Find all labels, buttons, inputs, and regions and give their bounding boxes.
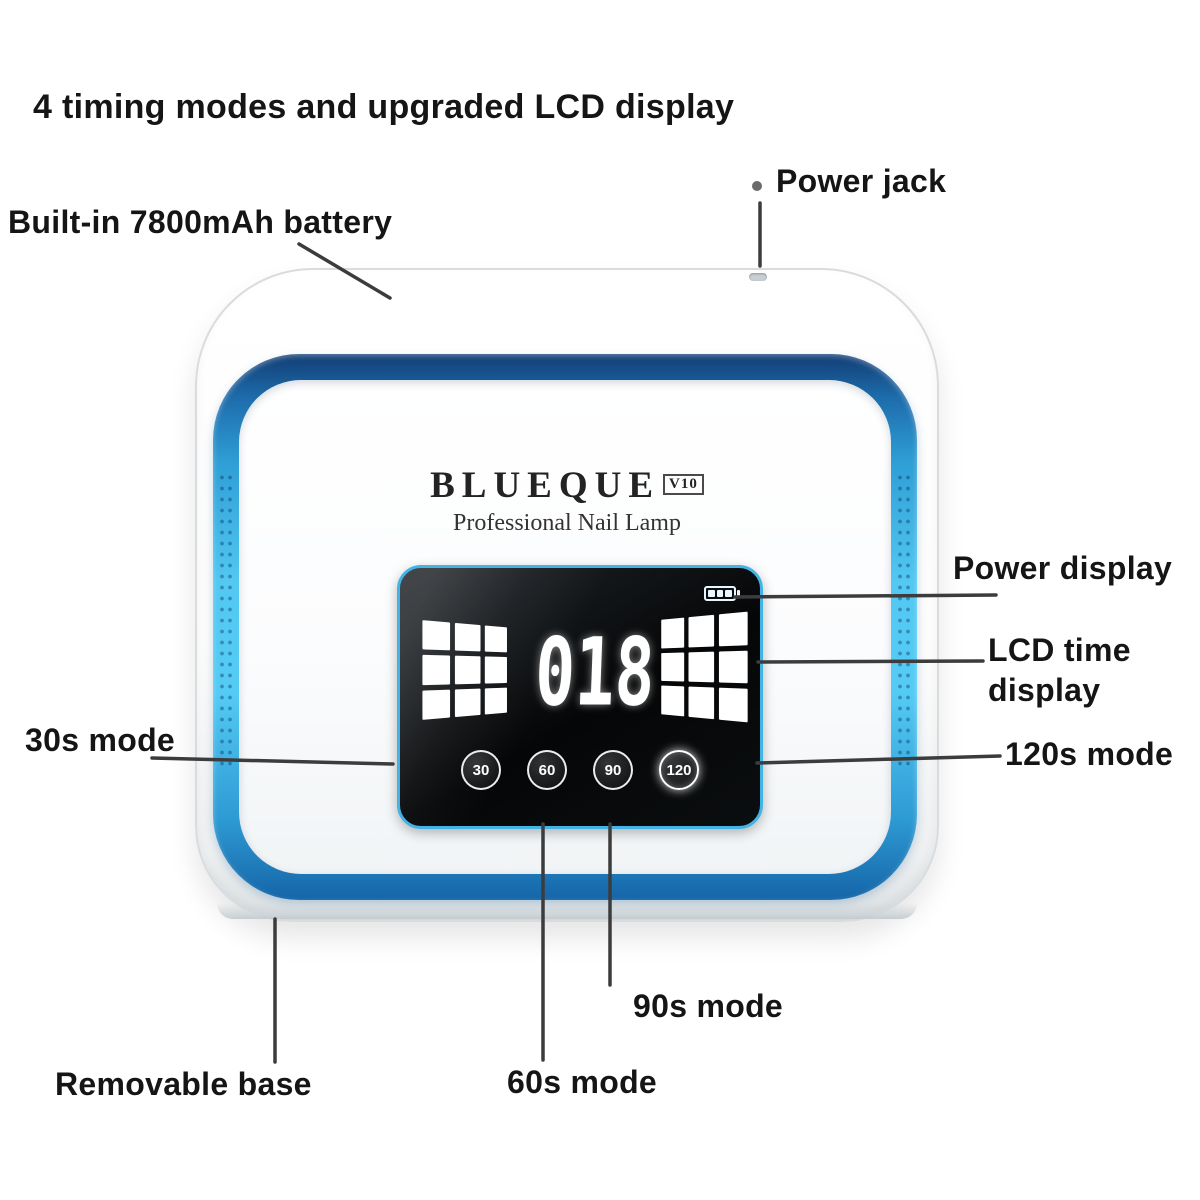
vent-dots-left (218, 472, 234, 772)
label-lcd-time-line1: LCD time (988, 632, 1131, 668)
power-jack-port (749, 273, 767, 281)
battery-bar (708, 590, 715, 597)
label-built-in-battery: Built-in 7800mAh battery (8, 204, 393, 240)
battery-level-icon (704, 586, 740, 601)
lamp-window-graphic-left (422, 620, 507, 720)
timer-buttons-row: 30 60 90 120 (400, 750, 760, 790)
label-120s-mode: 120s mode (1005, 736, 1174, 772)
vent-dots-right (896, 472, 912, 772)
timer-button-120: 120 (659, 750, 699, 790)
timer-button-90: 90 (593, 750, 633, 790)
label-lcd-time-line2: display (988, 672, 1101, 708)
brand-model-badge: V10 (663, 474, 704, 495)
label-removable-base: Removable base (55, 1066, 312, 1102)
brand-name: BLUEQUE (430, 465, 661, 506)
lcd-panel: 018 30 60 90 120 (397, 565, 763, 829)
label-power-jack: Power jack (776, 163, 947, 199)
battery-bar (725, 590, 733, 597)
label-30s-mode: 30s mode (25, 722, 176, 758)
lcd-time-value: 018 (533, 617, 657, 727)
brand-tagline: Professional Nail Lamp (453, 510, 681, 536)
timer-button-30: 30 (461, 750, 501, 790)
callout-dot-power-jack (752, 181, 762, 191)
removable-base (217, 903, 917, 919)
label-60s-mode: 60s mode (507, 1064, 658, 1100)
timer-button-60: 60 (527, 750, 567, 790)
page-title: 4 timing modes and upgraded LCD display (33, 88, 735, 126)
label-lcd-time-display: LCD time display (988, 630, 1131, 710)
label-power-display: Power display (953, 550, 1173, 586)
battery-bar (716, 590, 724, 597)
label-90s-mode: 90s mode (633, 988, 784, 1024)
lamp-window-graphic-right (661, 611, 748, 723)
